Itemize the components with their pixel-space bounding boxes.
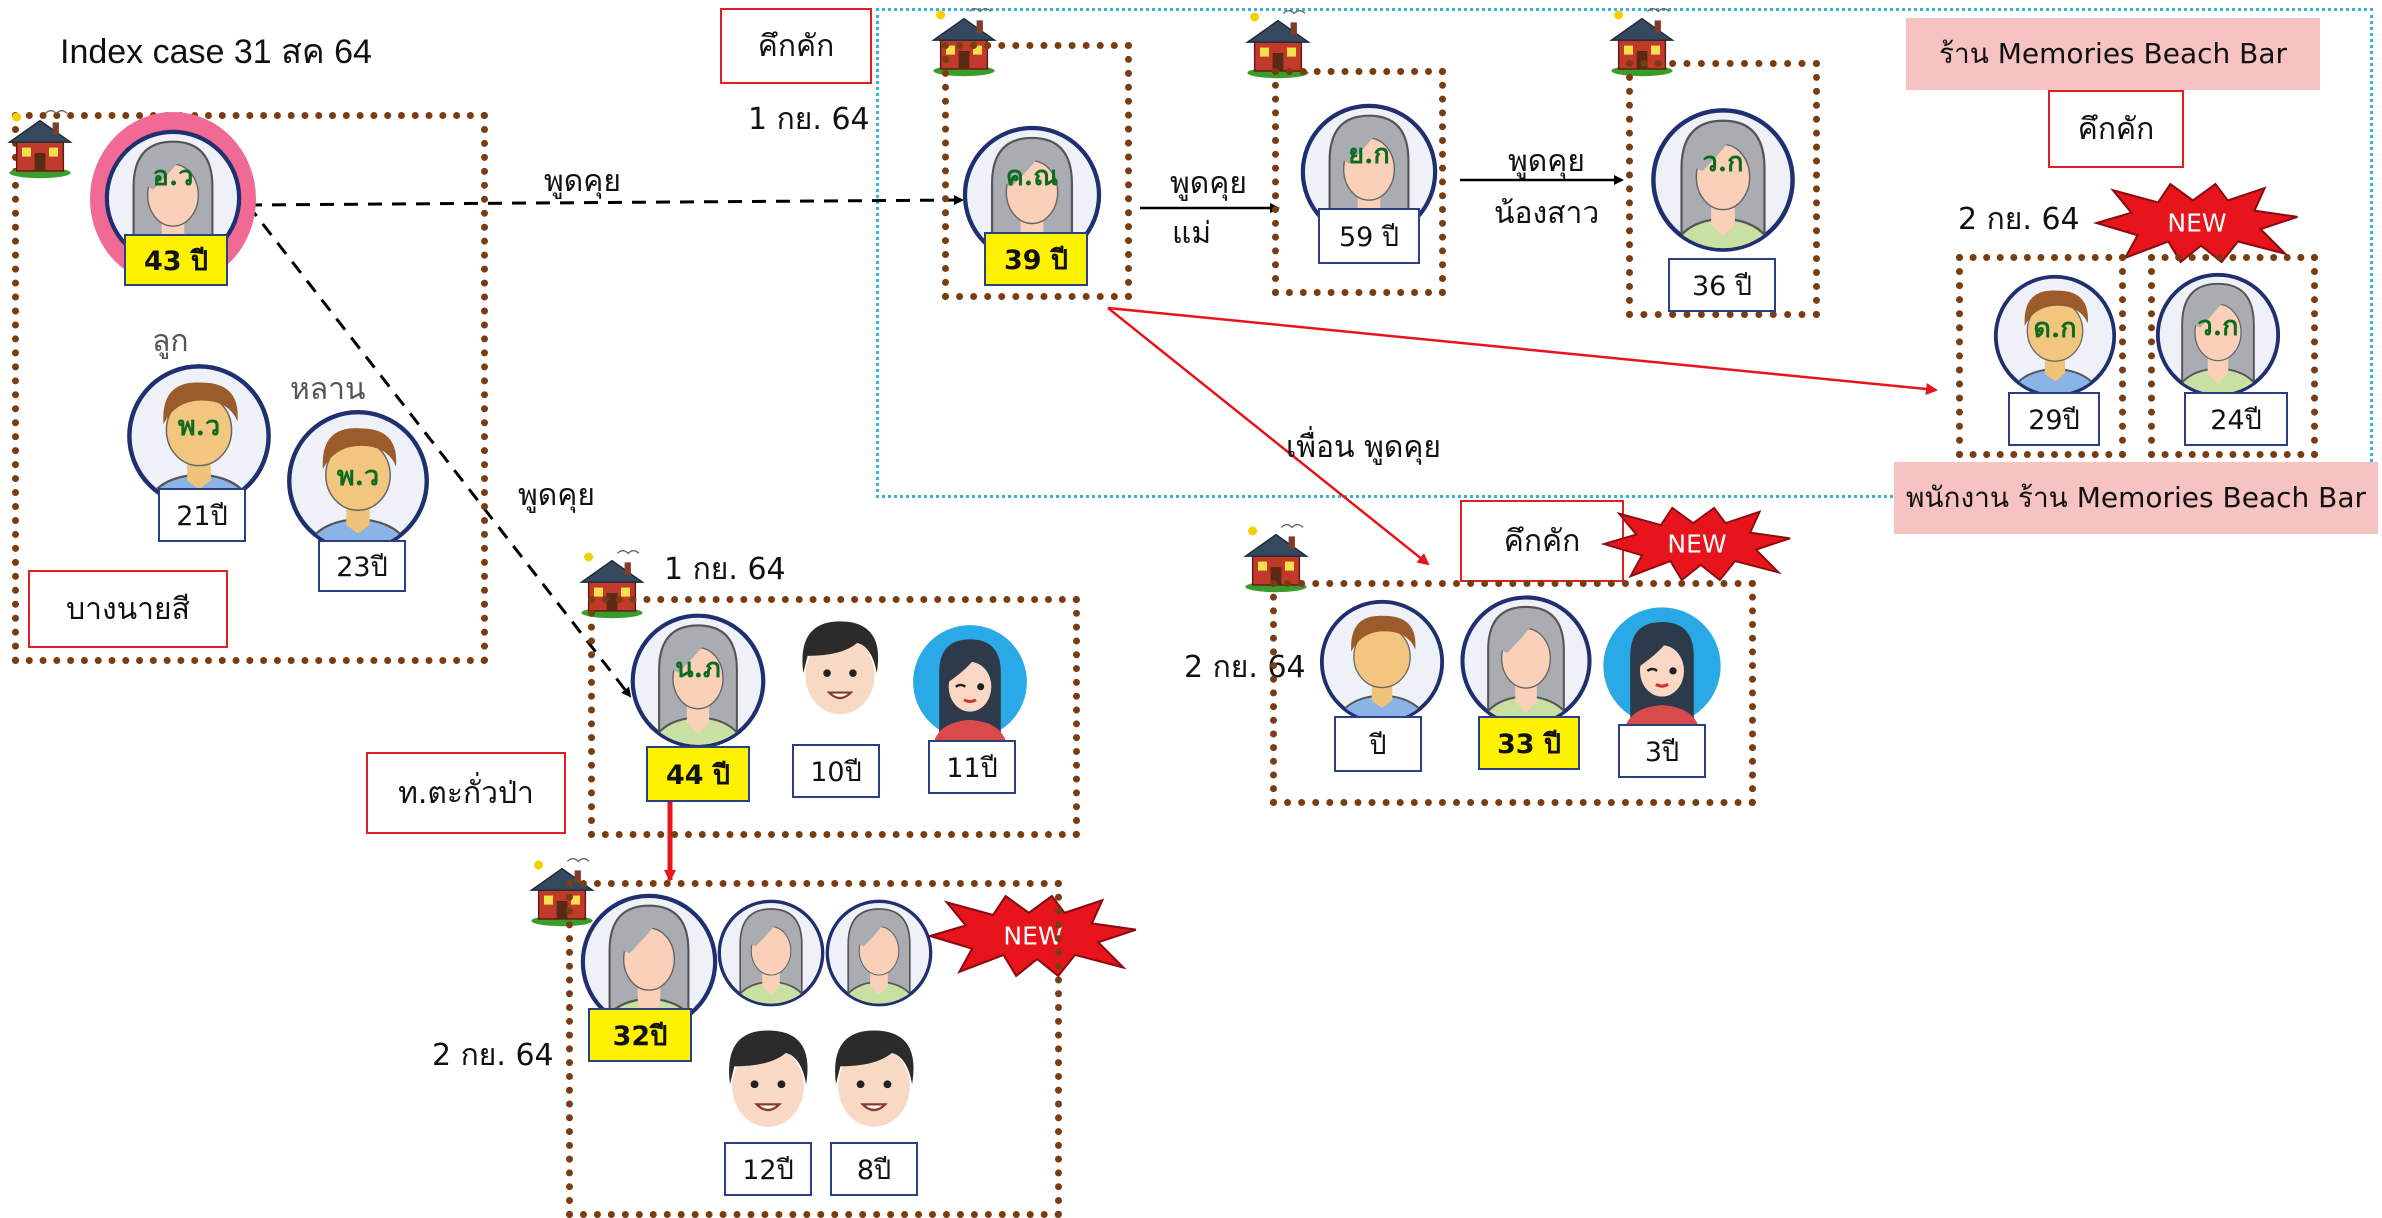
relation-child: ลูก <box>152 324 189 359</box>
page-title: Index case 31 สค 64 <box>60 33 372 71</box>
person-child: พ.ว <box>124 356 274 516</box>
person-gen3-woman-2 <box>716 892 826 1014</box>
wk24-initial: ว.ก <box>2197 311 2239 342</box>
person-grandchild: พ.ว <box>284 402 432 560</box>
edge-talk-sis-2: น้องสาว <box>1494 196 1600 231</box>
kuekkak-cluster-boundary <box>876 8 2373 498</box>
person-yk: ย.ก <box>1298 96 1440 248</box>
label-bar-top: ร้าน Memories Beach Bar <box>1906 18 2320 90</box>
friend-woman-age: 33 ปี <box>1478 716 1580 770</box>
kn-initial: ค.ณ <box>1005 161 1059 192</box>
new-badge-text: NEW <box>2167 208 2227 238</box>
person-kn: ค.ณ <box>960 118 1104 272</box>
label-kuekkak-2: คึกคัก <box>2048 90 2184 168</box>
person-np: น.ภ <box>628 606 768 756</box>
index-age: 43 ปี <box>124 234 228 286</box>
label-takua-pa: ท.ตะกั่วป่า <box>366 752 566 834</box>
person-friend-man <box>1318 592 1446 732</box>
edge-talk-np: พูดคุย <box>518 478 595 513</box>
label-kuekkak-3: คึกคัก <box>1460 500 1624 582</box>
person-gen3-boy-1 <box>712 1020 824 1144</box>
wk24-age: 24ปี <box>2184 392 2288 446</box>
label-bar-staff: พนักงาน ร้าน Memories Beach Bar <box>1894 462 2378 534</box>
person-dk: ด.ก <box>1992 266 2118 406</box>
person-index-case: อ.ว <box>102 122 244 274</box>
gen3-boy-2-age: 8ปี <box>830 1142 918 1196</box>
person-friend-woman <box>1458 588 1594 734</box>
household-dk <box>1956 254 2126 458</box>
person-gen3-boy-2 <box>818 1020 930 1144</box>
household-bang-nai-si <box>12 112 488 664</box>
label-bang-nai-si: บางนายสี <box>28 570 228 648</box>
relation-grandchild: หลาน <box>290 372 366 407</box>
edge-talk-kn: พูดคุย <box>544 164 621 199</box>
edge-talk-mom-2: แม่ <box>1172 216 1212 251</box>
np-boy-age: 10ปี <box>792 744 880 798</box>
household-wk24 <box>2148 254 2318 458</box>
grandchild-initial: พ.ว <box>336 461 380 492</box>
household-yk <box>1272 68 1446 296</box>
new-badge: NEW <box>926 894 1140 978</box>
household-np <box>588 596 1080 838</box>
person-wk36: ว.ก <box>1648 100 1798 260</box>
date-kn: 1 กย. 64 <box>748 102 870 137</box>
edge-talk-mom-1: พูดคุย <box>1170 166 1247 201</box>
household-gen3 <box>566 880 1062 1218</box>
child-initial: พ.ว <box>177 411 221 442</box>
edge-friend-talk: เพื่อน พูดคุย <box>1286 430 1441 465</box>
index-initial: อ.ว <box>152 161 194 192</box>
yk-age: 59 ปี <box>1318 208 1420 264</box>
gen3-boy-1-age: 12ปี <box>724 1142 812 1196</box>
new-badge-text: NEW <box>1667 529 1727 559</box>
grandchild-age: 23ปี <box>318 540 406 592</box>
household-kn <box>942 42 1132 300</box>
household-wk36 <box>1626 60 1820 318</box>
new-badge: NEW <box>2090 182 2304 264</box>
person-np-boy <box>786 612 894 730</box>
child-age: 21ปี <box>158 488 246 542</box>
household-friends <box>1270 580 1756 806</box>
dk-initial: ด.ก <box>2033 313 2077 344</box>
np-age: 44 ปี <box>646 746 750 802</box>
wk36-initial: ว.ก <box>1702 147 1744 178</box>
wk36-age: 36 ปี <box>1668 258 1776 312</box>
gen3-woman-age: 32ปี <box>588 1008 692 1062</box>
person-np-girl <box>906 618 1034 746</box>
new-badge: NEW <box>1590 506 1804 582</box>
yk-initial: ย.ก <box>1348 139 1390 170</box>
np-initial: น.ภ <box>675 653 721 684</box>
date-friends: 2 กย. 64 <box>1184 650 1306 685</box>
np-girl-age: 11ปี <box>928 740 1016 794</box>
friend-man-age: ปี <box>1334 716 1422 772</box>
label-kuekkak-1: คึกคัก <box>720 8 872 84</box>
person-friend-girl <box>1596 600 1728 732</box>
person-gen3-woman-3 <box>824 892 934 1014</box>
new-badge-text: NEW <box>1003 921 1063 951</box>
edge-talk-sis-1: พูดคุย <box>1508 144 1585 179</box>
date-np: 1 กย. 64 <box>664 552 786 587</box>
kn-age: 39 ปี <box>984 232 1088 286</box>
date-gen3: 2 กย. 64 <box>432 1038 554 1073</box>
person-wk24: ว.ก <box>2154 264 2282 406</box>
friend-girl-age: 3ปี <box>1618 724 1706 778</box>
house-icon <box>4 108 76 180</box>
date-bar: 2 กย. 64 <box>1958 202 2080 237</box>
dk-age: 29ปี <box>2008 392 2100 446</box>
